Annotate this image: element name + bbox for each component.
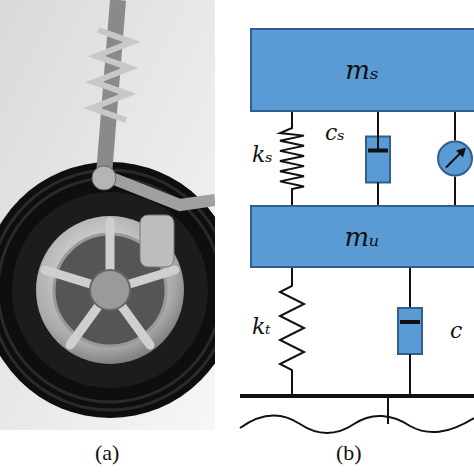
tire-damper-rod [409,354,411,395]
spring-label: kₜ [252,314,271,339]
panel-label: (a) [95,440,119,466]
damper-label: c [450,318,462,343]
tire-spring [280,268,304,395]
wheel-photo [0,0,215,430]
mass-block: mₛ [250,28,474,112]
mass-block: mᵤ [250,205,474,268]
mass-label: mᵤ [344,222,379,252]
damper-connector [377,112,379,205]
control-arm [104,175,215,205]
ground-line [240,394,474,398]
road-contact [387,396,389,424]
road-profile [240,415,474,433]
coil-spring [92,30,132,120]
rim [36,216,184,364]
actuator-arrow [446,152,462,168]
damper-piston [368,149,388,153]
tire-damper-piston [400,320,420,324]
actuator-connector [454,112,456,205]
element-label: kₛ [252,142,273,167]
tire [0,162,215,418]
tire-tread [0,170,215,410]
mass-label: mₛ [345,55,378,85]
spring-connector [280,112,304,205]
element-label: cₛ [325,120,345,145]
tire-sidewall [12,192,208,388]
knuckle [92,166,116,190]
brake-caliper [140,215,174,267]
hub [90,270,130,310]
damper-cylinder [366,137,390,183]
panel-label: (b) [336,440,362,466]
actuator-symbol [438,142,472,176]
actuator-arrowhead [456,148,466,158]
tire-damper-cylinder [398,308,422,354]
